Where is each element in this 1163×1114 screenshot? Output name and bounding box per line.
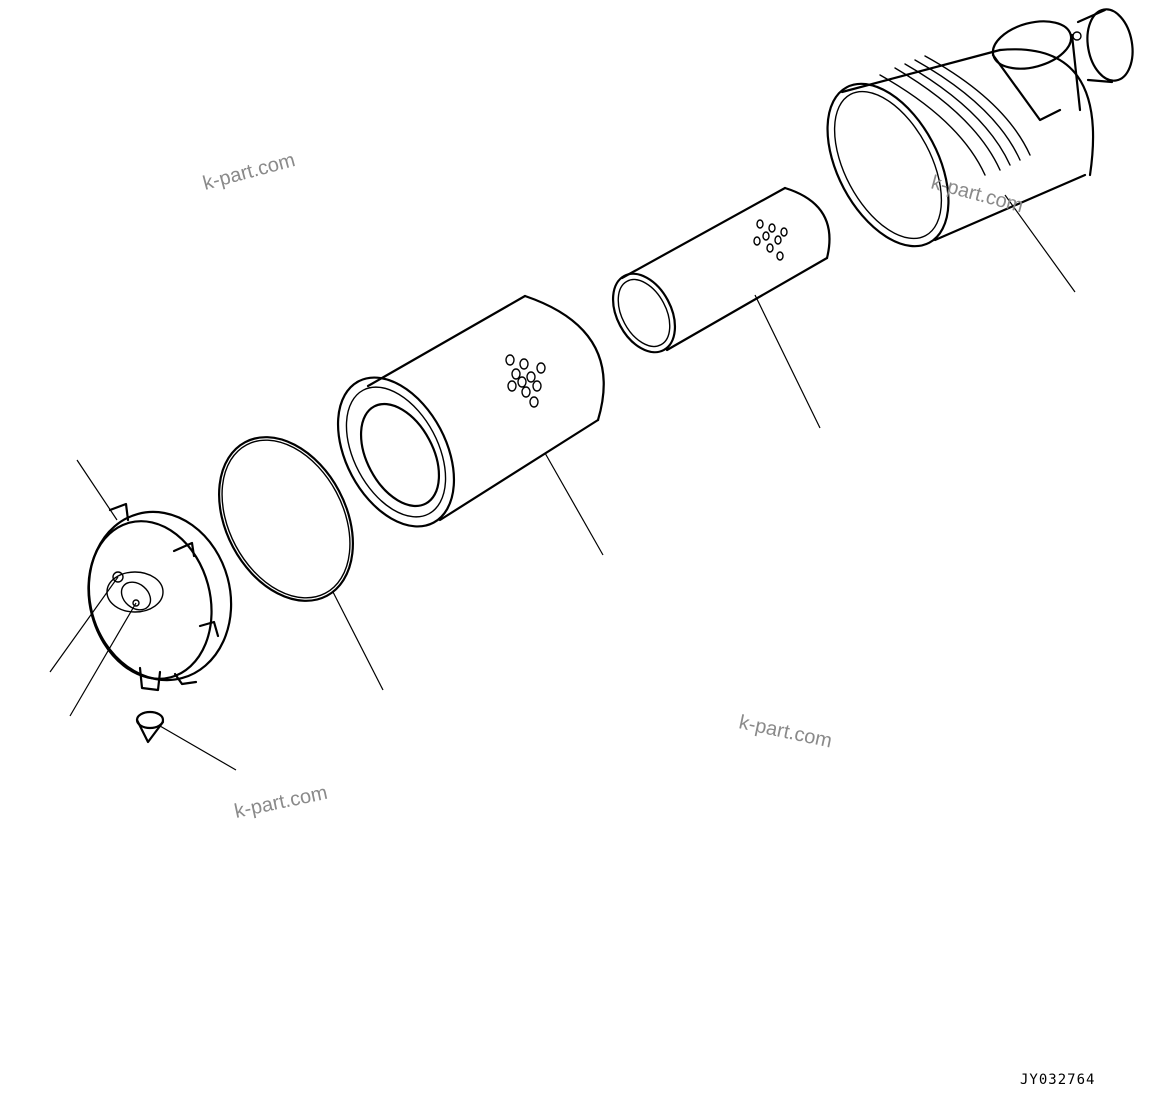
air-cleaner-body [826, 8, 1134, 248]
leader-lines [49, 194, 1076, 771]
watermark-text: k-part.com [232, 782, 329, 823]
drawing-code: JY032764 [1020, 1072, 1095, 1088]
watermark-text: k-part.com [737, 711, 834, 752]
outer-filter-element [336, 294, 605, 528]
o-ring [218, 436, 354, 602]
inner-filter-element [611, 186, 831, 354]
watermark-text: k-part.com [201, 149, 298, 195]
evacuator-valve [135, 710, 165, 744]
cover-assembly [87, 502, 233, 692]
watermark-text: k-part.com [929, 172, 1026, 218]
